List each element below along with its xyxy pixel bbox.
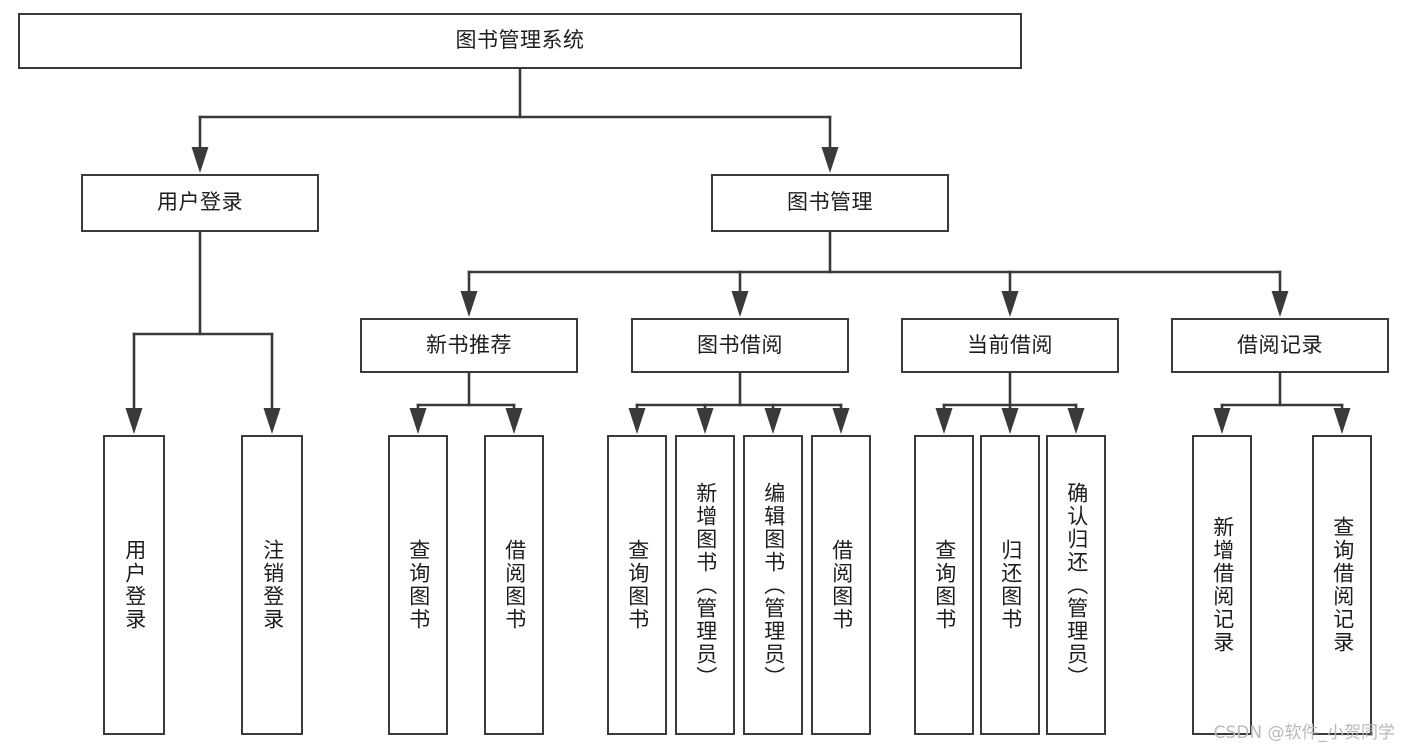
node-label: 图书借阅 xyxy=(697,332,783,357)
node-leaf-cur-3[interactable]: 确认归还（管理员） xyxy=(1046,435,1106,735)
node-leaf-cur-1[interactable]: 查询图书 xyxy=(914,435,974,735)
node-leaf-borrow-4[interactable]: 借阅图书 xyxy=(811,435,871,735)
node-leaf-new-2[interactable]: 借阅图书 xyxy=(484,435,544,735)
node-leaf-rec-2[interactable]: 查询借阅记录 xyxy=(1312,435,1372,735)
watermark: CSDN @软件_小贺同学 xyxy=(1213,723,1395,743)
node-leaf-login-2[interactable]: 注销登录 xyxy=(241,435,303,735)
node-newbook[interactable]: 新书推荐 xyxy=(360,318,578,373)
node-label: 编辑图书（管理员） xyxy=(761,481,786,689)
node-leaf-login-1[interactable]: 用户登录 xyxy=(103,435,165,735)
node-label: 借阅记录 xyxy=(1237,332,1323,357)
node-label: 确认归还（管理员） xyxy=(1064,481,1089,689)
node-label: 新书推荐 xyxy=(426,332,512,357)
node-label: 图书管理系统 xyxy=(455,28,585,53)
node-label: 用户登录 xyxy=(157,190,243,215)
node-label: 归还图书 xyxy=(998,539,1023,631)
node-label: 查询借阅记录 xyxy=(1330,516,1355,654)
node-label: 用户登录 xyxy=(122,539,147,631)
node-label: 查询图书 xyxy=(406,539,431,631)
node-leaf-new-1[interactable]: 查询图书 xyxy=(388,435,448,735)
node-label: 新增图书（管理员） xyxy=(693,481,718,689)
node-leaf-borrow-2[interactable]: 新增图书（管理员） xyxy=(675,435,735,735)
node-label: 注销登录 xyxy=(260,539,285,631)
node-label: 查询图书 xyxy=(932,539,957,631)
node-login[interactable]: 用户登录 xyxy=(81,174,319,232)
node-leaf-rec-1[interactable]: 新增借阅记录 xyxy=(1192,435,1252,735)
node-borrow[interactable]: 图书借阅 xyxy=(631,318,849,373)
node-label: 借阅图书 xyxy=(829,539,854,631)
node-leaf-cur-2[interactable]: 归还图书 xyxy=(980,435,1040,735)
node-label: 新增借阅记录 xyxy=(1210,516,1235,654)
node-label: 查询图书 xyxy=(625,539,650,631)
node-leaf-borrow-1[interactable]: 查询图书 xyxy=(607,435,667,735)
node-root[interactable]: 图书管理系统 xyxy=(18,13,1022,69)
node-bookmgr[interactable]: 图书管理 xyxy=(711,174,949,232)
node-label: 当前借阅 xyxy=(967,332,1053,357)
node-records[interactable]: 借阅记录 xyxy=(1171,318,1389,373)
node-label: 借阅图书 xyxy=(502,539,527,631)
node-leaf-borrow-3[interactable]: 编辑图书（管理员） xyxy=(743,435,803,735)
node-current[interactable]: 当前借阅 xyxy=(901,318,1119,373)
node-label: 图书管理 xyxy=(787,190,873,215)
